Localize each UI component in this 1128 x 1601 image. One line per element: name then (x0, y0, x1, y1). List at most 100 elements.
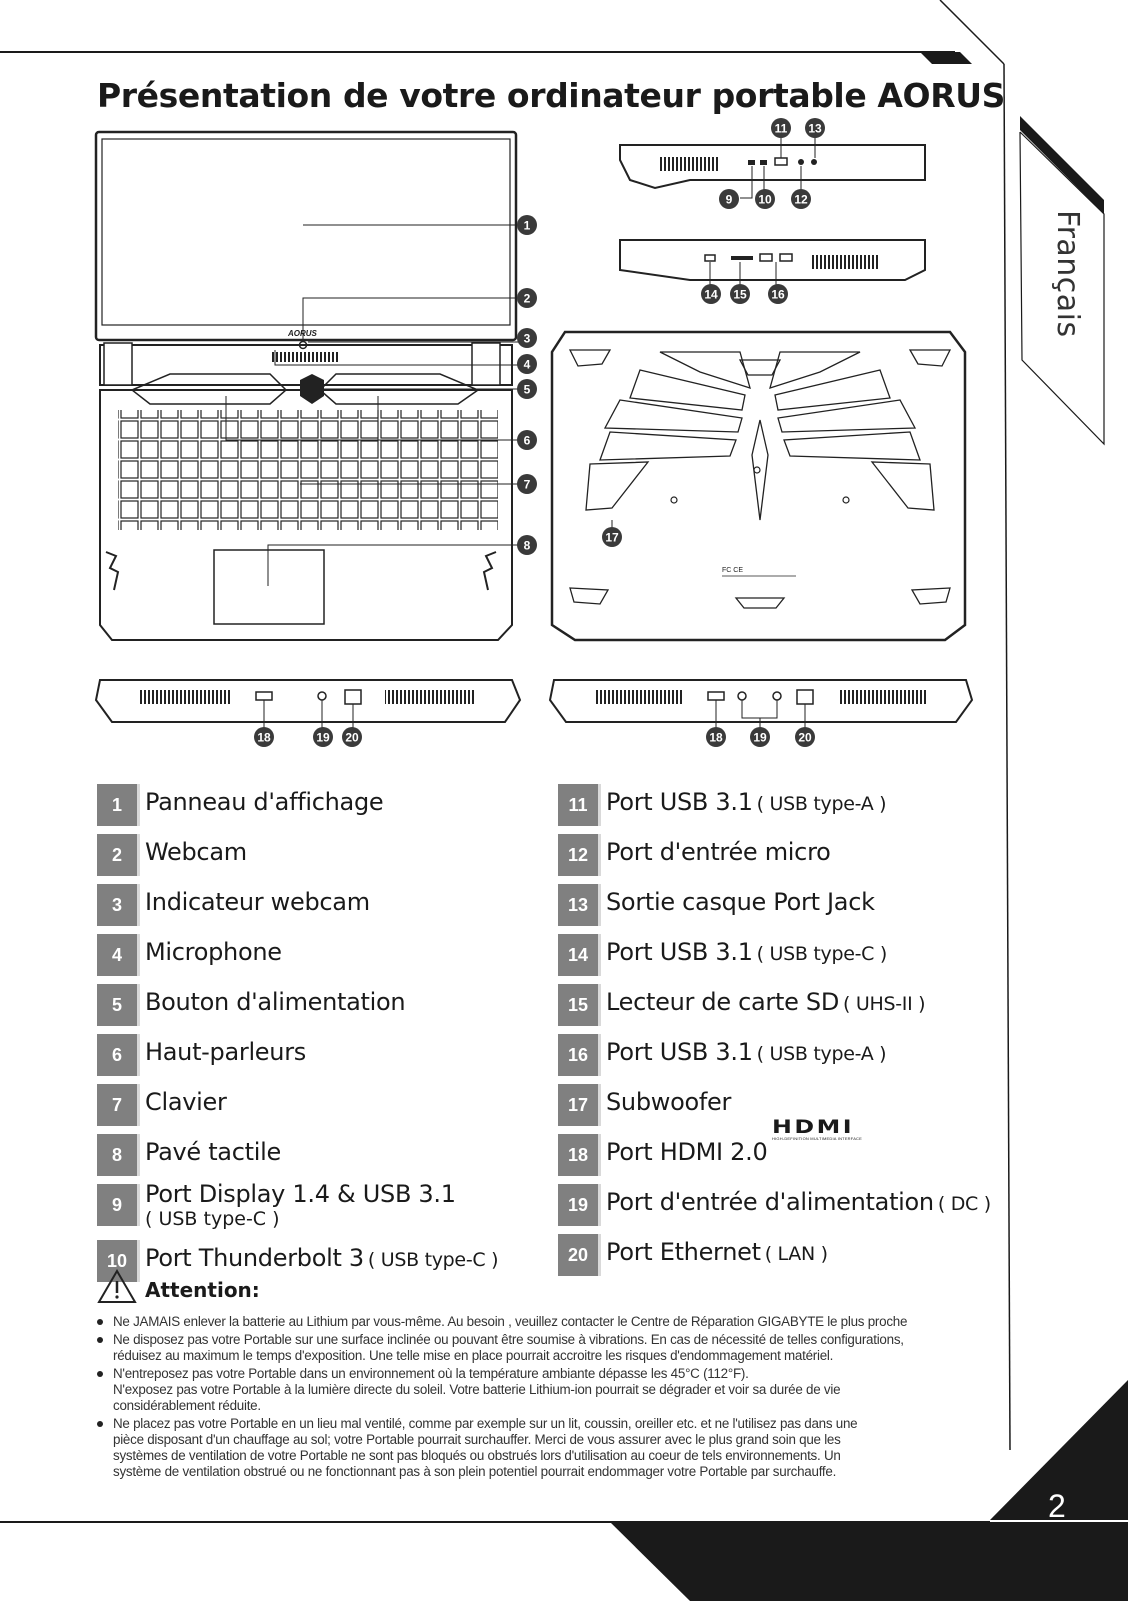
callout-marker: 3 (517, 328, 537, 348)
callout-marker: 13 (805, 118, 825, 138)
callout-marker: 20 (795, 727, 815, 747)
legend-label: Port HDMI 2.0 (606, 1138, 768, 1166)
legend-label-main: Port Display 1.4 & USB 3.1 (145, 1180, 456, 1208)
legend-label: Port d'entrée d'alimentation( DC ) (606, 1188, 991, 1216)
callout-number: 11 (775, 122, 788, 136)
legend-label-main: Subwoofer (606, 1088, 732, 1116)
hdmi-logo: HDMI HIGH-DEFINITION MULTIMEDIA INTERFAC… (772, 1118, 872, 1142)
legend-number-badge: 14 (558, 934, 601, 976)
callout-circle (254, 727, 274, 747)
legend-label-main: Port Ethernet (606, 1238, 761, 1266)
callout-circle (771, 118, 791, 138)
callout-number: 2 (524, 292, 531, 306)
laptop-right-side-view (619, 136, 926, 199)
legend-number-badge: 15 (558, 984, 601, 1026)
legend-label-sub: ( USB type-C ) (756, 943, 888, 965)
callout-circle (517, 354, 537, 374)
legend-label: Port USB 3.1( USB type-A ) (606, 1038, 887, 1066)
callout-number: 3 (524, 332, 531, 346)
callout-marker: 2 (517, 288, 537, 308)
legend-number-badge: 20 (558, 1234, 601, 1276)
callout-circle (791, 189, 811, 209)
legend-label: Lecteur de carte SD( UHS-II ) (606, 988, 926, 1016)
callout-number: 14 (704, 288, 718, 302)
callout-marker: 11 (771, 118, 791, 138)
legend-label: Sortie casque Port Jack (606, 888, 875, 916)
laptop-bottom-view: FC CE (550, 330, 967, 642)
legend-label-main: Clavier (145, 1088, 227, 1116)
hdmi-logo-tagline: HIGH-DEFINITION MULTIMEDIA INTERFACE (772, 1136, 863, 1141)
callout-circle (719, 189, 739, 209)
legend-label: Port Display 1.4 & USB 3.1 (145, 1180, 456, 1208)
legend-label: Subwoofer (606, 1088, 731, 1116)
legend-label-main: Lecteur de carte SD (606, 988, 840, 1016)
page-number: 2 (1048, 1488, 1066, 1524)
attention-note-line: système de ventilation obstrué ou ne fon… (113, 1464, 837, 1479)
callout-marker: 6 (517, 430, 537, 450)
legend-label-main: Sortie casque Port Jack (606, 888, 875, 916)
callout-marker: 20 (342, 727, 362, 747)
legend-label: Port Ethernet( LAN ) (606, 1238, 828, 1266)
legend-number-badge: 6 (97, 1034, 140, 1076)
attention-note-line: N'exposez pas votre Portable à la lumièr… (113, 1382, 841, 1397)
callout-number: 20 (798, 731, 812, 745)
callout-number: 19 (316, 731, 330, 745)
callout-circle (795, 727, 815, 747)
laptop-front-view: AORUS (94, 130, 518, 641)
callout-circle (342, 727, 362, 747)
legend-number-badge: 13 (558, 884, 601, 926)
legend-label: Microphone (145, 938, 282, 966)
legend-label-sub: ( UHS-II ) (843, 993, 926, 1015)
callout-number: 15 (733, 288, 747, 302)
callout-circle (517, 430, 537, 450)
attention-title: Attention: (145, 1278, 260, 1302)
callout-circle (755, 189, 775, 209)
legend-label-main: Port d'entrée d'alimentation (606, 1188, 934, 1216)
callout-marker: 1 (517, 215, 537, 235)
legend-label-main: Port USB 3.1 (606, 788, 753, 816)
callout-circle (602, 527, 622, 547)
callout-circle (701, 284, 721, 304)
legend-label-sub: ( DC ) (937, 1193, 991, 1215)
legend-label: Bouton d'alimentation (145, 988, 406, 1016)
laptop-back-view-left (94, 679, 522, 730)
callout-circle (517, 215, 537, 235)
legend-number-badge: 17 (558, 1084, 601, 1126)
legend-number-badge: 5 (97, 984, 140, 1026)
legend-label-main: Pavé tactile (145, 1138, 281, 1166)
callout-number: 12 (794, 193, 808, 207)
legend-label-main: Port d'entrée micro (606, 838, 831, 866)
legend-label: Pavé tactile (145, 1138, 281, 1166)
legend-number-badge: 4 (97, 934, 140, 976)
legend-number-badge: 11 (558, 784, 601, 826)
callout-marker: 15 (730, 284, 750, 304)
legend-label: Indicateur webcam (145, 888, 370, 916)
attention-note: Ne placez pas votre Portable en un lieu … (97, 1416, 997, 1480)
warning-triangle-icon (97, 1269, 137, 1303)
legend-label-main: Indicateur webcam (145, 888, 370, 916)
callout-marker: 12 (791, 189, 811, 209)
language-tab-label: Français (1050, 210, 1085, 338)
callout-marker: 10 (755, 189, 775, 209)
callout-number: 8 (524, 539, 531, 553)
callout-circle (706, 727, 726, 747)
legend-number-badge: 16 (558, 1034, 601, 1076)
callout-circle (517, 535, 537, 555)
legend-label-main: Webcam (145, 838, 247, 866)
callout-number: 9 (726, 193, 733, 207)
legend-label: Port USB 3.1( USB type-A ) (606, 788, 887, 816)
